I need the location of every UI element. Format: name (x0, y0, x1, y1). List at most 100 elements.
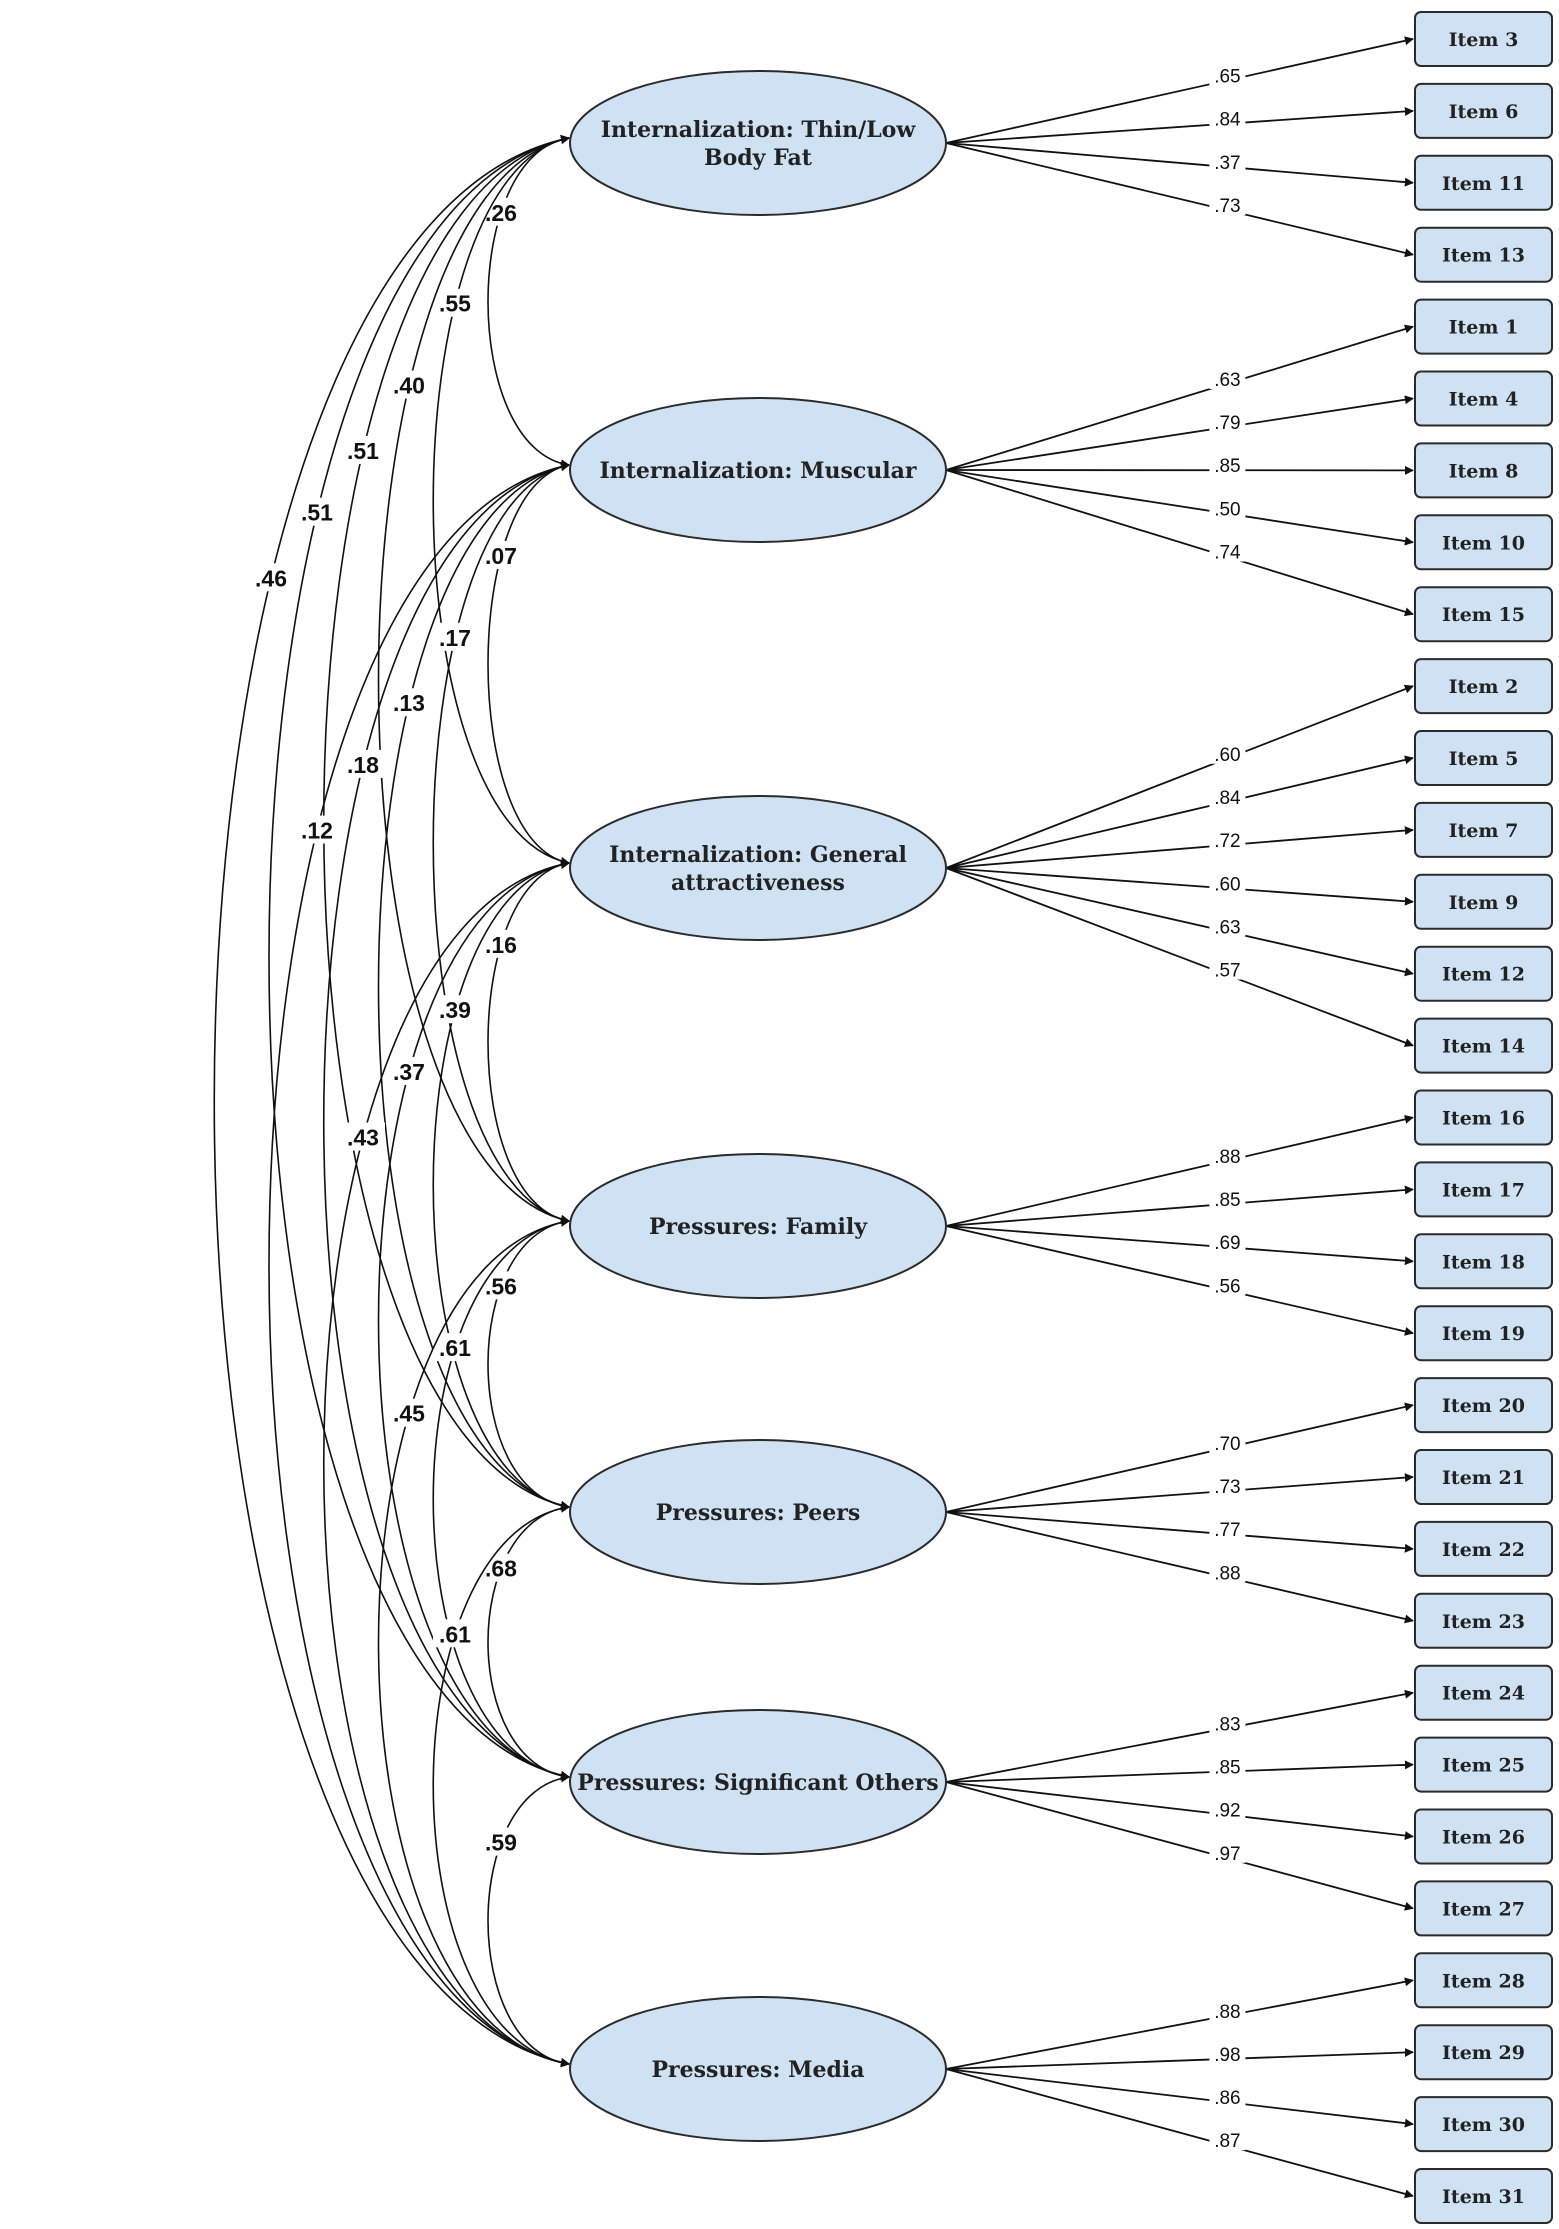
loading-value: .85 (1214, 456, 1240, 477)
correlation-label-bg (295, 497, 339, 526)
item-label: Item 22 (1442, 1539, 1525, 1561)
loading-value: .72 (1214, 831, 1240, 852)
item-box (1414, 1089, 1553, 1146)
correlation-value: .43 (347, 1125, 379, 1151)
loading-value: .88 (1214, 1563, 1240, 1584)
correlation-arc (432, 1503, 570, 2068)
loading-arrow (945, 36, 1414, 144)
factor-label: Internalization: Thin/Low (601, 117, 917, 143)
loading-value: .57 (1214, 961, 1240, 982)
correlation-value: .12 (301, 818, 333, 844)
loading-arrow (945, 1114, 1414, 1227)
item-node: Item 13 (1414, 226, 1553, 283)
loading-arrow (945, 1402, 1414, 1513)
correlation-value: .17 (439, 625, 471, 651)
item-node: Item 16 (1414, 1089, 1553, 1146)
loading-value: .84 (1214, 110, 1241, 131)
correlation-value: .61 (439, 1335, 471, 1361)
item-label: Item 29 (1442, 2042, 1525, 2064)
correlation-value: .07 (485, 543, 517, 569)
loading-value: .87 (1214, 2131, 1240, 2152)
correlation-value: .18 (347, 752, 379, 778)
item-node: Item 4 (1414, 370, 1553, 427)
loading-arrow (945, 1185, 1414, 1227)
correlation-arc (432, 462, 570, 1224)
item-label: Item 3 (1449, 29, 1519, 51)
factor-ellipse (569, 1996, 947, 2142)
loading-arrow (945, 106, 1414, 144)
factor-ellipse (569, 1439, 947, 1585)
loading-label-bg (1209, 830, 1246, 851)
loading-value: .69 (1214, 1233, 1240, 1254)
loading-label-bg (1209, 1519, 1246, 1540)
loading-arrow (945, 395, 1414, 471)
item-node: Item 2 (1414, 658, 1553, 715)
loading-value: .86 (1214, 2088, 1240, 2109)
factor-media: Pressures: Media (569, 1996, 947, 2142)
factor-family: Pressures: Family (569, 1153, 947, 1299)
loading-value: .63 (1214, 370, 1240, 391)
item-box (1414, 1736, 1553, 1793)
loading-value: .37 (1214, 153, 1240, 174)
loading-value: .83 (1214, 1714, 1240, 1735)
item-box (1414, 370, 1553, 427)
loading-label-bg (1209, 1562, 1246, 1583)
loading-arrow (945, 142, 1414, 187)
item-label: Item 16 (1442, 1108, 1525, 1130)
loading-label-bg (1209, 916, 1246, 937)
loading-value: .60 (1214, 874, 1240, 895)
loading-label-bg (1209, 65, 1246, 86)
item-node: Item 24 (1414, 1664, 1553, 1721)
item-label: Item 20 (1442, 1395, 1525, 1417)
item-label: Item 4 (1449, 389, 1519, 411)
loading-value: .88 (1214, 1147, 1240, 1168)
factor-label: attractiveness (671, 870, 845, 896)
item-label: Item 28 (1442, 1970, 1525, 1992)
factor-label: Internalization: General (609, 842, 907, 868)
loading-label-bg (1209, 743, 1246, 764)
item-box (1414, 1449, 1553, 1505)
loading-value: .88 (1214, 2002, 1240, 2023)
loading-arrow (945, 1781, 1414, 1911)
loading-label-bg (1209, 787, 1246, 807)
loading-arrow (945, 1689, 1414, 1783)
item-box (1414, 154, 1553, 211)
loading-value: .63 (1214, 917, 1240, 938)
loading-value: .74 (1214, 543, 1241, 564)
item-node: Item 11 (1414, 154, 1553, 211)
factor-muscular: Internalization: Muscular (569, 397, 947, 543)
item-label: Item 2 (1449, 676, 1519, 698)
correlation-value: .39 (439, 997, 471, 1023)
loading-arrow (945, 469, 1414, 546)
loading-value: .65 (1214, 67, 1240, 88)
correlation-arc (432, 860, 570, 1510)
item-node: Item 3 (1414, 11, 1553, 67)
loading-label-bg (1209, 1756, 1246, 1777)
item-box (1414, 1377, 1553, 1434)
loading-arrow (945, 2068, 1414, 2199)
item-label: Item 14 (1442, 1036, 1525, 1058)
item-node: Item 7 (1414, 801, 1553, 858)
correlation-value: .45 (393, 1401, 425, 1427)
factor-ellipse (569, 70, 947, 216)
item-node: Item 27 (1414, 1880, 1553, 1937)
factor-significant: Pressures: Significant Others (569, 1709, 947, 1855)
correlation-value: .26 (485, 200, 517, 226)
loading-value: .50 (1214, 499, 1240, 520)
factor-label: Pressures: Media (652, 2057, 865, 2083)
item-node: Item 14 (1414, 1017, 1553, 1074)
loading-value: .85 (1214, 1190, 1240, 1211)
item-node: Item 1 (1414, 298, 1553, 355)
item-box (1414, 2168, 1553, 2224)
correlation-arc (487, 1503, 570, 1781)
item-label: Item 9 (1449, 892, 1519, 914)
loading-label-bg (1209, 498, 1246, 519)
correlation-arc (213, 135, 570, 2067)
loading-label-bg (1209, 1275, 1246, 1296)
factor-ellipse (569, 397, 947, 543)
correlation-value: .59 (485, 1830, 517, 1856)
item-node: Item 31 (1414, 2168, 1553, 2224)
loading-label-bg (1209, 455, 1246, 476)
